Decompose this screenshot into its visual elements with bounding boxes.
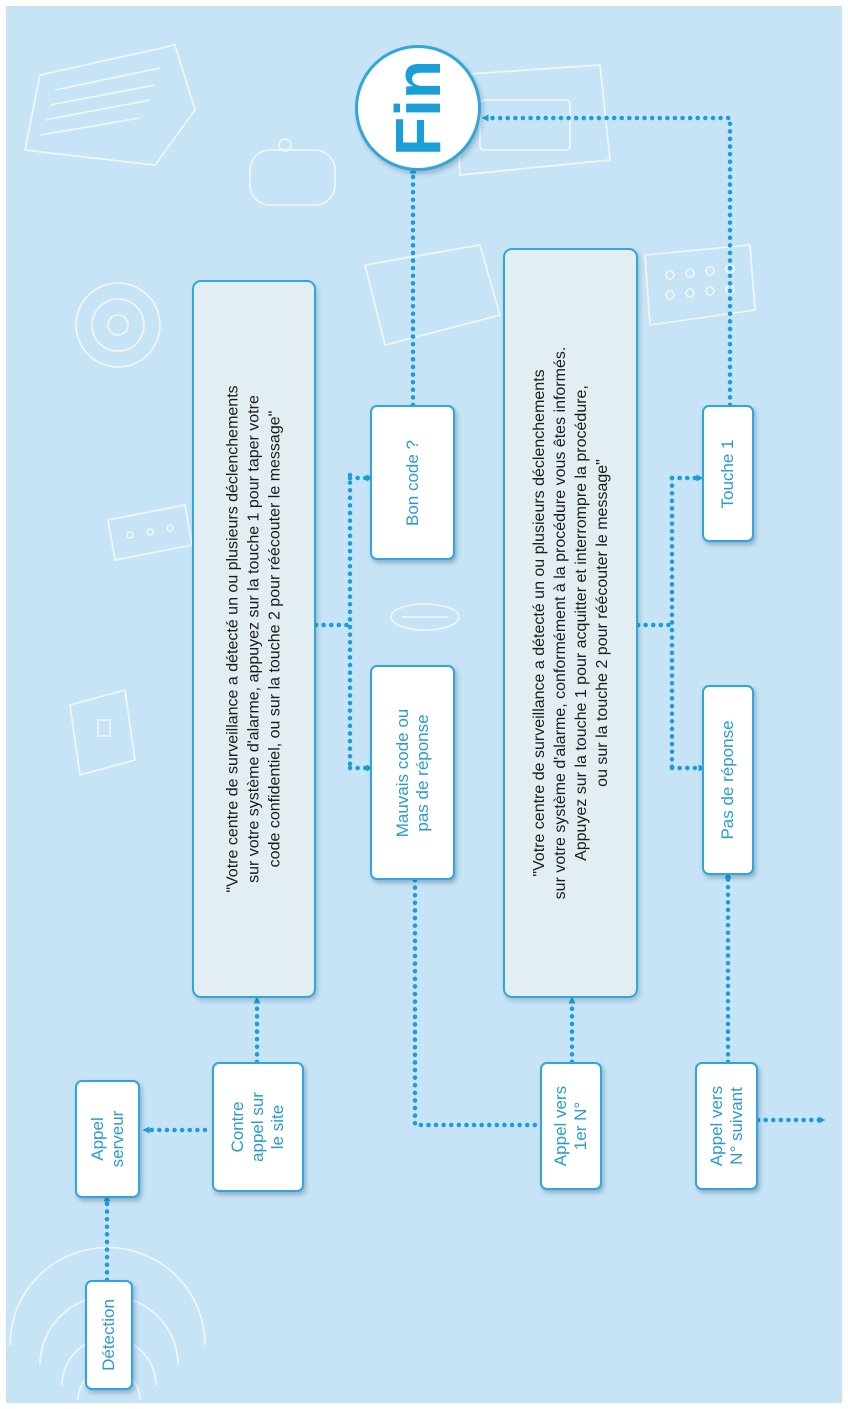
remote-control-device-icon bbox=[390, 603, 460, 631]
label-line: le site bbox=[268, 1104, 287, 1150]
node-appel-serveur: Appel serveur bbox=[75, 1080, 140, 1198]
message-line: code confidentiel, ou sur la touche 2 po… bbox=[266, 410, 284, 868]
line-mauvais-code-to-appel-1er bbox=[412, 877, 543, 1128]
message-line: sur votre système d'alarme, conformément… bbox=[551, 346, 569, 900]
node-pas-de-reponse: Pas de réponse bbox=[702, 685, 754, 875]
node-bon-code-label: Bon code ? bbox=[402, 439, 422, 526]
message-line: sur votre système d'alarme, appuyez sur … bbox=[245, 395, 263, 883]
node-mauvais-code: Mauvais code ou pas de réponse bbox=[370, 665, 455, 880]
message-box-2: "Votre centre de surveillance a détecté … bbox=[503, 248, 638, 998]
label-line: serveur bbox=[107, 1110, 127, 1168]
message-line: "Votre centre de surveillance a détecté … bbox=[530, 369, 548, 877]
label-line: Appel vers bbox=[706, 1085, 726, 1167]
node-appel-1er-label: Appel vers 1er N° bbox=[551, 1086, 591, 1166]
node-fin-label: Fin bbox=[382, 60, 454, 156]
label-line: Appel vers bbox=[551, 1085, 570, 1167]
smoke-detector-device-icon bbox=[75, 282, 161, 368]
node-mauvais-code-label: Mauvais code ou pas de réponse bbox=[393, 708, 433, 837]
label-line: Mauvais code ou bbox=[392, 708, 412, 837]
node-touche-1: Touche 1 bbox=[702, 405, 754, 542]
transmitter-device-icon bbox=[107, 504, 193, 561]
label-line: Contre bbox=[228, 1101, 247, 1153]
message-line: "Votre centre de surveillance a détecté … bbox=[224, 385, 242, 893]
node-touche-1-label: Touche 1 bbox=[718, 439, 737, 508]
message-line: Appuyez sur la touche 1 pour acquitter e… bbox=[572, 385, 590, 861]
node-contre-appel-label: Contre appel sur le site bbox=[228, 1092, 288, 1162]
node-fin: Fin bbox=[355, 45, 481, 171]
label-line: appel sur bbox=[248, 1092, 267, 1162]
node-bon-code: Bon code ? bbox=[370, 405, 455, 560]
message-line: ou sur la touche 2 pour réécouter le mes… bbox=[593, 459, 611, 787]
label-line: N° suivant bbox=[726, 1087, 746, 1165]
node-contre-appel: Contre appel sur le site bbox=[212, 1062, 304, 1192]
label-line: pas de réponse bbox=[412, 713, 432, 832]
message-box-1: "Votre centre de surveillance a détecté … bbox=[192, 280, 316, 998]
node-detection: Détection bbox=[85, 1280, 133, 1390]
node-pas-de-reponse-label: Pas de réponse bbox=[718, 720, 737, 840]
label-line: 1er N° bbox=[571, 1101, 590, 1151]
node-detection-label: Détection bbox=[99, 1299, 118, 1371]
detector-device-icon bbox=[249, 138, 336, 206]
message-2-text: "Votre centre de surveillance a détecté … bbox=[529, 347, 613, 900]
siren-device-icon bbox=[24, 44, 196, 166]
node-appel-serveur-label: Appel serveur bbox=[88, 1111, 128, 1168]
message-1-text: "Votre centre de surveillance a détecté … bbox=[223, 385, 286, 892]
node-appel-suivant: Appel vers N° suivant bbox=[695, 1062, 758, 1190]
arrow-touche-1-to-fin bbox=[481, 114, 733, 408]
detector-device-icon bbox=[69, 688, 136, 777]
label-line: Appel bbox=[87, 1117, 107, 1161]
node-appel-1er: Appel vers 1er N° bbox=[540, 1062, 602, 1190]
node-appel-suivant-label: Appel vers N° suivant bbox=[707, 1086, 747, 1166]
flow-connectors bbox=[103, 114, 826, 1283]
